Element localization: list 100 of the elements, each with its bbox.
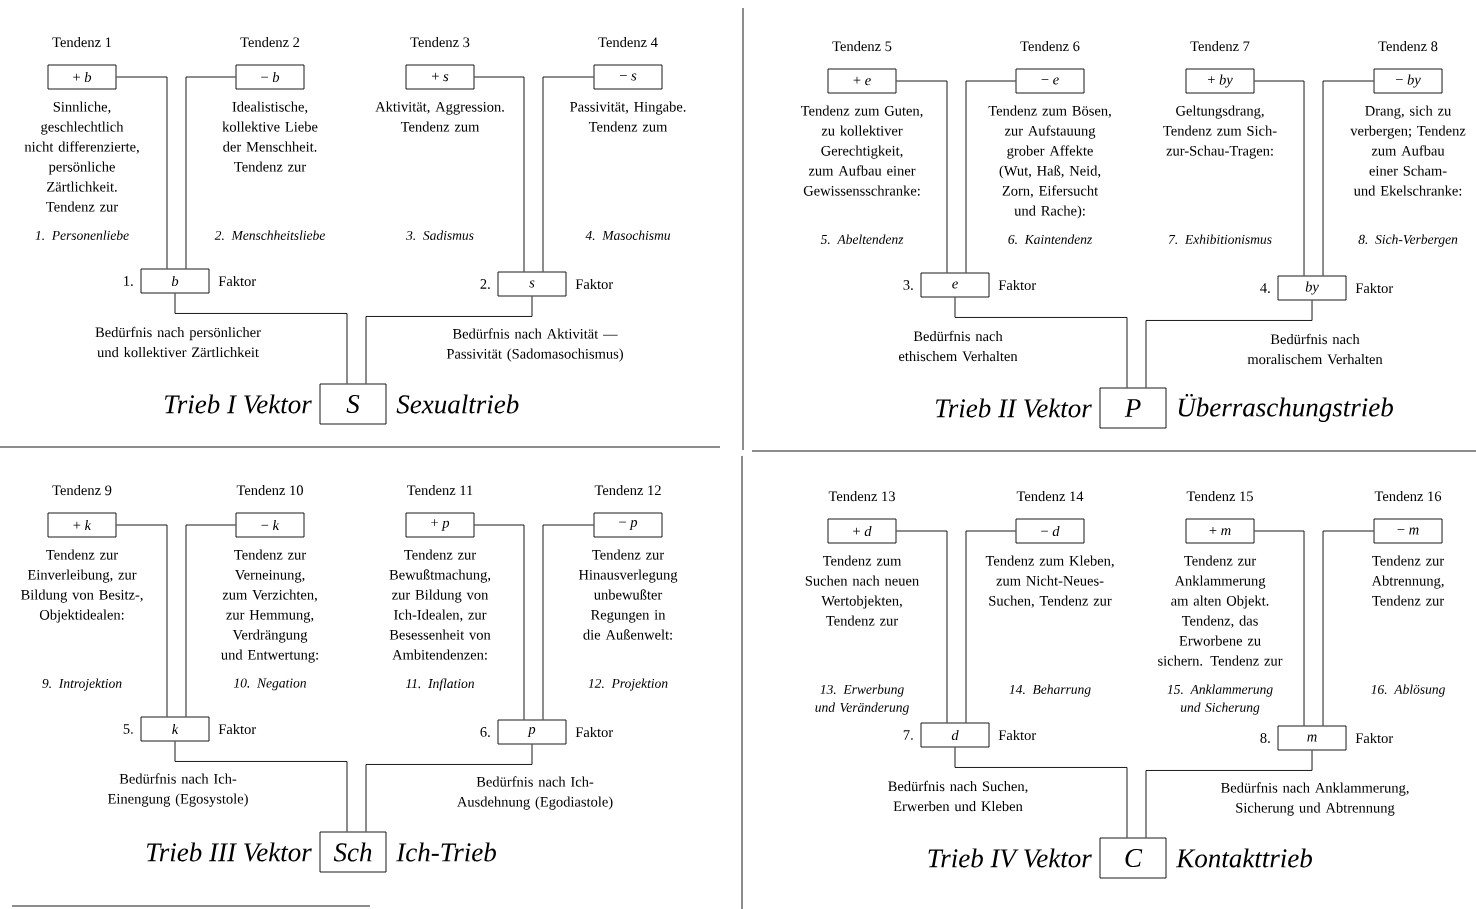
connector: [474, 524, 525, 720]
tendency-box: + s: [405, 64, 475, 90]
heading: Tendenz 10: [236, 484, 303, 496]
tendency-name: 16. Ablösung: [1371, 684, 1445, 697]
tendency-name: 4. Masochismu: [585, 230, 671, 240]
factor-label: Faktor: [1355, 282, 1394, 294]
connector: [365, 744, 533, 832]
tendency-box: + by: [1185, 68, 1255, 94]
connector: [965, 530, 1016, 723]
factor-number: 7.: [903, 730, 913, 740]
tendency-box: + d: [827, 518, 897, 544]
vector-box: C: [1099, 837, 1167, 879]
heading: Tendenz 13: [828, 490, 895, 502]
edge-label: Bedürfnis nach Ich-Ausdehnung (Egodiastole): [457, 776, 613, 810]
connector: [954, 297, 1128, 388]
drive-name: Überraschungstrieb: [1178, 393, 1393, 423]
connector: [1145, 750, 1313, 838]
tendency-box: − p: [593, 512, 663, 538]
factor-box: e: [920, 272, 990, 298]
edge-label: Bedürfnis nach ethischem Verhalten: [899, 330, 1018, 362]
factor-label: Faktor: [575, 726, 614, 738]
vector-box: S: [319, 383, 387, 425]
connector: [474, 76, 525, 272]
factor-label: Faktor: [998, 729, 1037, 741]
description: Aktivität, Aggression. Tendenz zum: [375, 101, 504, 132]
description: Tendenz zur Abtrennung, Tendenz zur: [1371, 555, 1444, 606]
tendency-box: − s: [593, 64, 663, 90]
heading: Tendenz 2: [240, 36, 300, 48]
edge-label: Bedürfnis nach Aktivität — Passivität (Sadomasochismus): [446, 328, 623, 362]
description: Tendenz zum Suchen nach neuen Wertobjekten, Tendenz zur: [805, 555, 919, 626]
factor-number: 3.: [903, 280, 913, 290]
connector: [542, 76, 594, 272]
factor-label: Faktor: [218, 723, 256, 735]
connector: [896, 530, 948, 723]
factor-number: 1.: [124, 276, 133, 286]
connector: [1254, 530, 1305, 726]
tendency-box: + k: [47, 512, 117, 538]
factor-number: 6.: [480, 727, 490, 737]
vector-title: Trieb III Vektor: [147, 842, 312, 862]
connector: [1322, 80, 1374, 276]
tendency-box: + b: [47, 64, 117, 90]
factor-number: 8.: [1260, 733, 1270, 743]
edge-label: Bedürfnis nach Anklammerung, Sicherung und Abtrennung: [1221, 782, 1409, 816]
heading: Tendenz 11: [407, 484, 473, 496]
heading: Tendenz 16: [1374, 490, 1442, 502]
description: Sinnliche, geschlechtlich nicht differenzierte, persönliche Zärtlichkeit. Tendenz zur: [24, 101, 139, 212]
heading: Tendenz 5: [832, 40, 892, 52]
tendency-name: 12. Projektion: [588, 678, 668, 691]
connector: [1254, 80, 1305, 276]
vector-box: Sch: [319, 831, 387, 873]
heading: Tendenz 3: [410, 36, 470, 48]
tendency-box: − m: [1373, 518, 1443, 544]
connector: [965, 80, 1016, 273]
tendency-box: − e: [1015, 68, 1085, 94]
description: Tendenz zum Guten, zu kollektiver Gerechtigkeit, zum Aufbau einer Gewissensschranke:: [801, 105, 923, 196]
heading: Tendenz 7: [1190, 40, 1250, 52]
drive-name: Kontakttrieb: [1176, 848, 1312, 868]
connector: [185, 76, 236, 269]
tendency-name: 14. Beharrung: [1009, 684, 1091, 697]
vector-title: Trieb II Vektor: [936, 398, 1092, 418]
factor-label: Faktor: [1355, 732, 1394, 744]
factor-box: p: [497, 719, 567, 745]
tendency-box: − by: [1373, 68, 1443, 94]
tendency-name: 6. Kaintendenz: [1008, 234, 1092, 244]
drive-name: Sexualtrieb: [396, 394, 519, 414]
tendency-box: − k: [235, 512, 305, 538]
heading: Tendenz 1: [52, 36, 111, 48]
heading: Tendenz 8: [1378, 40, 1438, 52]
tendency-box: + e: [827, 68, 897, 94]
connector: [116, 76, 168, 269]
edge-label: Bedürfnis nach Ich-Einengung (Egosystole): [107, 773, 248, 807]
factor-label: Faktor: [575, 278, 614, 290]
drive-name: Ich-Trieb: [396, 842, 496, 862]
description: Tendenz zur Einverleibung, zur Bildung von Besitz-, Objektidealen:: [21, 549, 143, 623]
factor-box: k: [140, 716, 210, 742]
description: Geltungsdrang, Tendenz zum Sich-zur-Schau-Tragen:: [1163, 105, 1277, 159]
connector: [896, 80, 948, 273]
vector-box: P: [1099, 387, 1167, 429]
edge-label: Bedürfnis nach persönlicher und kollektiver Zärtlichkeit: [95, 326, 261, 358]
description: Tendenz zur Verneinung, zum Verzichten, zur Hemmung, Verdrängung und Entwertung:: [221, 549, 318, 663]
tendency-name: 10. Negation: [233, 678, 306, 691]
factor-number: 5.: [123, 724, 133, 734]
tendency-name: 2. Menschheitsliebe: [214, 230, 325, 240]
connector: [1322, 530, 1374, 726]
tendency-name: 8. Sich-Verbergen: [1358, 234, 1458, 247]
heading: Tendenz 9: [52, 484, 112, 496]
edge-label: Bedürfnis nach moralischem Verhalten: [1247, 333, 1383, 365]
description: Tendenz zum Bösen, zur Aufstauung grober Affekte (Wut, Haß, Neid, Zorn, Eifersucht und Rache):: [988, 105, 1111, 219]
description: Passivität, Hingabe. Tendenz zum: [570, 101, 686, 132]
connector: [365, 296, 533, 384]
description: Tendenz zur Anklammerung am alten Objekt. Tendenz, das Erworbene zu sichern. Tendenz zur: [1158, 555, 1283, 666]
factor-box: s: [497, 271, 567, 297]
description: Drang, sich zu verbergen; Tendenz zum Aufbau einer Scham- und Ekelschranke:: [1350, 105, 1466, 196]
heading: Tendenz 4: [598, 36, 658, 48]
connector: [174, 741, 348, 832]
connector: [542, 524, 594, 720]
vector-title: Trieb IV Vektor: [928, 848, 1092, 868]
tendency-box: − b: [235, 64, 305, 90]
description: Tendenz zum Kleben, zum Nicht-Neues-Suchen, Tendenz zur: [985, 555, 1114, 608]
heading: Tendenz 14: [1016, 490, 1084, 502]
